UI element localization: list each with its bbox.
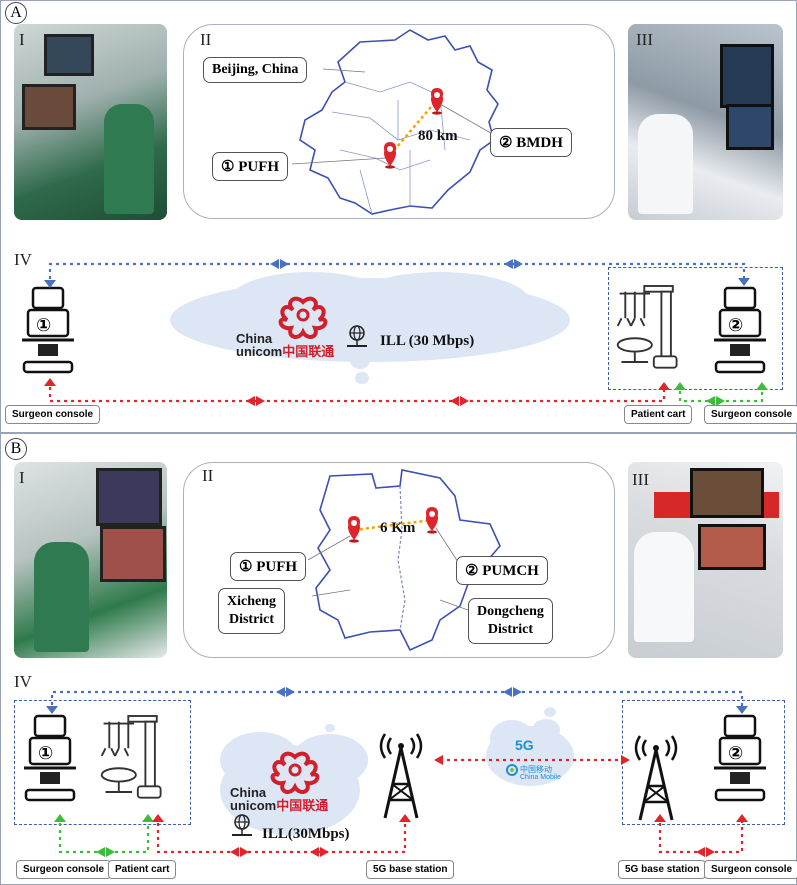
monitor-image: [22, 84, 76, 130]
carrier-line1: China: [236, 331, 273, 346]
photo-surgeon-console-a: [14, 24, 167, 220]
panel-a-letter: A: [5, 2, 27, 24]
remote-site-box-a: [608, 267, 783, 390]
carrier-line2-b: unicom中国联通: [230, 798, 329, 813]
china-mobile-en: China Mobile: [520, 774, 561, 781]
district2-callout: Dongcheng District: [468, 598, 553, 644]
site2-callout-b: ② PUMCH: [456, 556, 548, 585]
link-label-b: ILL(30Mbps): [262, 826, 350, 842]
china-mobile-5g: 5G: [515, 737, 534, 753]
panel-a-label-iv: IV: [14, 250, 32, 269]
carrier-line2: unicom中国联通: [236, 344, 335, 359]
local-site-box-b: [14, 700, 191, 825]
base-station-label-b2: 5G base station: [618, 860, 707, 879]
cloud-b: [220, 724, 368, 835]
base-station-label-b1: 5G base station: [366, 860, 455, 879]
panel-b-letter: B: [5, 438, 27, 460]
surgeon-console-label-b: Surgeon console: [16, 860, 112, 879]
distance-label-a: 80 km: [418, 128, 458, 144]
link-label-a: ILL (30 Mbps): [380, 333, 475, 349]
carrier-line1-b: China: [230, 785, 267, 800]
console-number-a1: ①: [36, 315, 52, 336]
photo-remote-surgeon-a: [628, 24, 783, 220]
photo-remote-surgeon-b: [628, 462, 783, 658]
patient-cart-label-b: Patient cart: [108, 860, 177, 879]
city-callout: Beijing, China: [203, 57, 308, 83]
panel-a-label-i-overlay: I: [19, 30, 25, 49]
panel-a-label-ii: II: [200, 30, 212, 49]
photo-surgeon-console-b: [14, 462, 167, 658]
site1-callout-a: ① PUFH: [212, 152, 289, 181]
console-number-b2: ②: [728, 743, 744, 764]
surgeon-figure: [634, 532, 694, 642]
console-number-a2: ②: [728, 315, 744, 336]
monitor-image: [44, 34, 94, 76]
panel-a-label-iii: III: [636, 30, 653, 49]
panel-b-label-ii: II: [202, 466, 214, 485]
cloud-a: [170, 272, 570, 384]
monitor-image: [720, 44, 774, 108]
panel-b-label-iii: III: [632, 470, 649, 489]
monitor-image: [100, 526, 166, 582]
beijing-map-outline: [299, 29, 499, 215]
surgeon-figure: [104, 104, 154, 214]
carrier-logo-text-a: China unicom中国联通: [236, 332, 334, 358]
surgeon-figure: [34, 542, 89, 652]
china-mobile-cn: 中国移动: [520, 765, 552, 774]
panel-b-label-i: I: [19, 468, 25, 487]
surgeon-console-label-b-right: Surgeon console: [704, 860, 797, 879]
panel-b-label-iv: IV: [14, 672, 32, 691]
site1-callout-b: ① PUFH: [230, 552, 307, 581]
console-number-b1: ①: [38, 743, 54, 764]
carrier-logo-text-b: China unicom中国联通: [230, 786, 328, 812]
surgeon-figure: [638, 114, 693, 214]
surgeon-console-label-a-right: Surgeon console: [704, 405, 797, 424]
monitor-image: [698, 524, 766, 570]
monitor-image: [690, 468, 764, 518]
surgeon-console-label-a-left: Surgeon console: [5, 405, 101, 424]
monitor-image: [96, 468, 162, 526]
distance-label-b: 6 Km: [380, 520, 416, 536]
site2-callout-a: ② BMDH: [490, 128, 572, 157]
district1-callout: Xicheng District: [218, 588, 285, 634]
monitor-image: [726, 104, 774, 150]
patient-cart-label-a: Patient cart: [624, 405, 693, 424]
